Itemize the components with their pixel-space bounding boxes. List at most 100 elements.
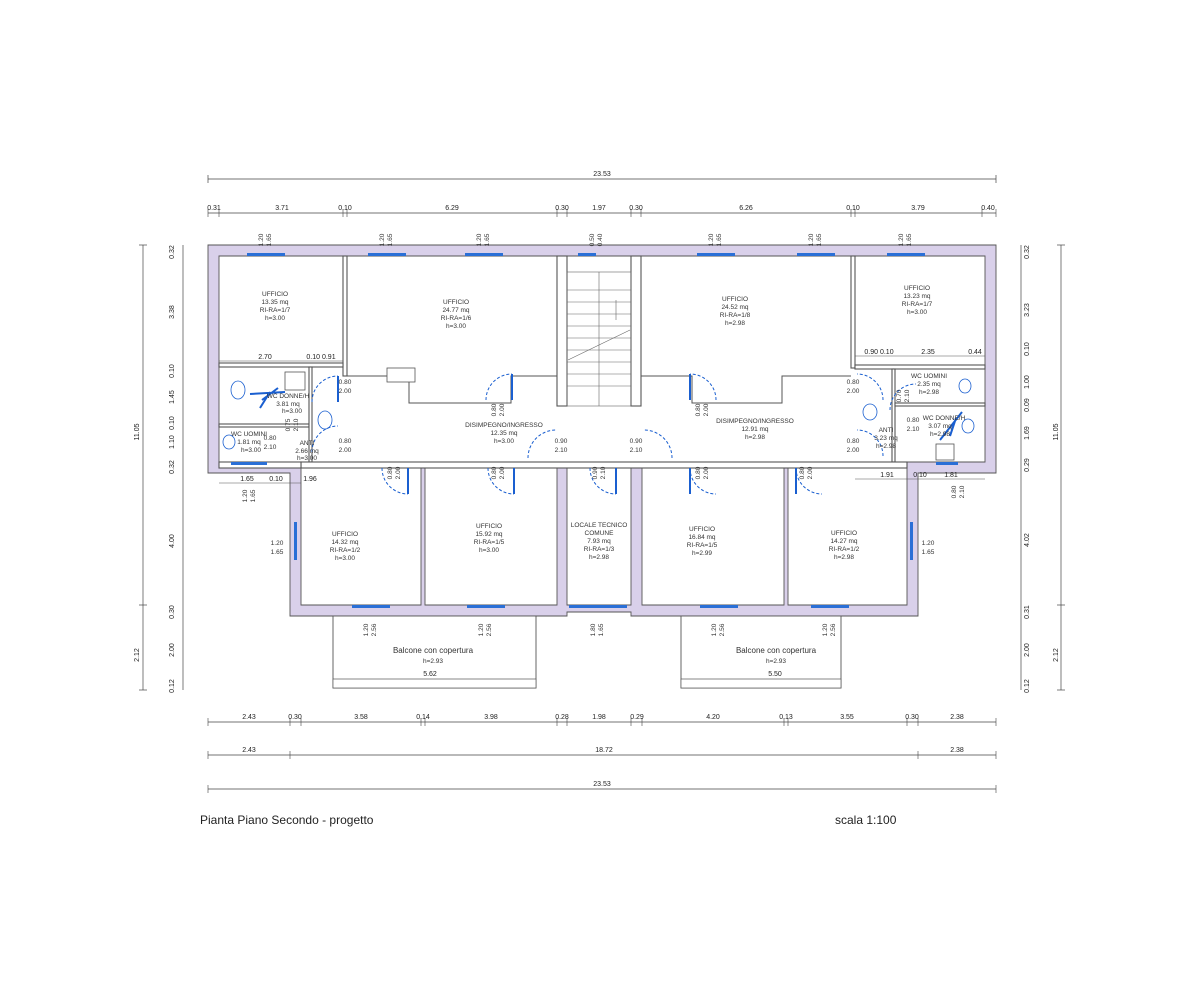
dim-left: 0.32 — [169, 245, 176, 259]
room-area: 3.23 mq — [874, 435, 898, 442]
lift-niche — [386, 367, 416, 383]
room-name-2: COMUNE — [585, 530, 615, 537]
room-locale-tecnico: LOCALE TECNICO COMUNE 7.93 mq RI-RA=1/3 … — [571, 522, 628, 561]
opening-h: 1.65 — [816, 233, 823, 246]
dim-below-left: 1.65 — [240, 476, 254, 483]
room-height: h=2.93 — [423, 658, 443, 665]
room-height: h=3.00 — [494, 438, 514, 445]
opening-h: 2.00 — [499, 403, 506, 416]
toilet-icon — [961, 418, 975, 434]
dim-bottom: 2.38 — [950, 714, 964, 721]
door-swing — [795, 467, 823, 495]
balcony-right-rail — [680, 678, 842, 689]
room-name: WC UOMINI — [911, 373, 947, 380]
room-ratio: RI-RA=1/5 — [687, 542, 718, 549]
dim-bottom2: 2.43 — [242, 747, 256, 754]
dim-left: 0.10 — [169, 416, 176, 430]
room-ratio: RI-RA=1/5 — [474, 539, 505, 546]
room-ufficio-2: UFFICIO 24.77 mq RI-RA=1/6 h=3.00 — [441, 299, 472, 330]
window — [887, 253, 925, 256]
dim-top-row: 0.31 3.71 0.10 6.29 0.30 1.97 0.30 6.26 … — [207, 205, 995, 212]
room-name: UFFICIO — [332, 531, 358, 538]
room-area: 15.92 mq — [475, 531, 502, 538]
top-dimensions — [207, 175, 997, 217]
opening-h: 2.56 — [830, 623, 837, 636]
opening-w: 0.80 — [491, 403, 498, 416]
room-ufficio-6: UFFICIO 15.92 mq RI-RA=1/5 h=3.00 — [474, 523, 505, 554]
dim-balcony-right: 5.50 — [768, 671, 782, 678]
window — [578, 253, 596, 256]
dim-right: 1.00 — [1024, 375, 1031, 389]
room-area: 1.81 mq — [237, 439, 261, 446]
room-anti-left: ANTI 2.66 mq h=3.00 — [295, 440, 319, 462]
dim-right: 0.31 — [1024, 605, 1031, 619]
opening-h: 2.00 — [339, 388, 352, 395]
dim-bottom: 3.58 — [354, 714, 368, 721]
dim-left: 4.00 — [169, 534, 176, 548]
dim-top: 3.79 — [911, 205, 925, 212]
dim-room4-small: 0.44 — [968, 349, 982, 356]
room-name: UFFICIO — [904, 285, 930, 292]
room-height: h=2.98 — [876, 443, 896, 450]
room-ratio: RI-RA=1/6 — [441, 315, 472, 322]
room-height: h=2.98 — [930, 431, 950, 438]
opening-h: 1.65 — [906, 233, 913, 246]
dim-room4-dims: 0.90 0.10 — [864, 349, 893, 356]
opening-w: 0.80 — [907, 417, 920, 424]
opening-h: 2.10 — [630, 447, 643, 454]
dim-top: 6.26 — [739, 205, 753, 212]
window — [368, 253, 406, 256]
partition — [342, 255, 348, 377]
room-name: WC DONNE/H — [267, 393, 310, 400]
dim-left: 1.10 — [169, 435, 176, 449]
dim-left: 3.38 — [169, 305, 176, 319]
room-ratio: RI-RA=1/7 — [260, 307, 291, 314]
partition — [556, 255, 568, 407]
window — [697, 253, 735, 256]
opening-w: 1.20 — [922, 540, 935, 547]
opening-h: 1.65 — [271, 549, 284, 556]
opening-h: 2.10 — [293, 418, 300, 431]
door-swing — [689, 467, 717, 495]
window — [352, 605, 390, 608]
opening-h: 2.00 — [339, 447, 352, 454]
dim-right-outer-total: 11.05 — [1053, 423, 1060, 440]
inner-dimensions: 2.70 0.10 0.91 0.90 0.10 2.35 0.44 1.65 … — [219, 349, 985, 678]
room-area: 24.52 mq — [721, 304, 748, 311]
door-swing — [889, 383, 917, 411]
room-height: h=3.00 — [241, 447, 261, 454]
opening-w: 0.90 — [592, 466, 599, 479]
room-area: 2.35 mq — [917, 381, 941, 388]
dim-right: 0.12 — [1024, 679, 1031, 693]
opening-w: 1.20 — [478, 623, 485, 636]
room-ufficio-1: UFFICIO 13.35 mq RI-RA=1/7 h=3.00 — [260, 291, 291, 322]
dim-room4-width: 2.35 — [921, 349, 935, 356]
opening-h: 2.10 — [959, 485, 966, 498]
opening-w: 0.80 — [951, 485, 958, 498]
room-height: h=2.99 — [692, 550, 712, 557]
door-swing — [381, 467, 409, 495]
partition — [218, 362, 344, 368]
dim-bottom: 3.98 — [484, 714, 498, 721]
room-area: 3.81 mq — [276, 401, 300, 408]
opening-w: 1.20 — [271, 540, 284, 547]
opening-h: 2.00 — [499, 466, 506, 479]
opening-w: 1.20 — [258, 233, 265, 246]
room-height: h=2.98 — [589, 554, 609, 561]
door-swing — [689, 373, 717, 401]
door-swing — [311, 425, 339, 453]
room-height: h=3.00 — [479, 547, 499, 554]
balcony-right — [680, 615, 842, 689]
room-name: DISIMPEGNO/INGRESSO — [716, 418, 794, 425]
dim-left-outer: 11.05 2.12 — [134, 423, 141, 661]
partition — [630, 255, 642, 407]
dim-below-left: 1.96 — [303, 476, 317, 483]
room-ufficio-8: UFFICIO 14.27 mq RI-RA=1/2 h=2.98 — [829, 530, 860, 561]
dim-right-inner: 0.32 3.23 0.10 1.00 0.09 1.69 0.29 4.02 … — [1024, 245, 1031, 693]
staircase — [566, 271, 632, 407]
room-name: Balcone con copertura — [393, 646, 474, 655]
toilet-icon — [230, 380, 246, 400]
opening-h: 2.10 — [555, 447, 568, 454]
dim-left: 0.12 — [169, 679, 176, 693]
door-swing — [527, 429, 557, 459]
